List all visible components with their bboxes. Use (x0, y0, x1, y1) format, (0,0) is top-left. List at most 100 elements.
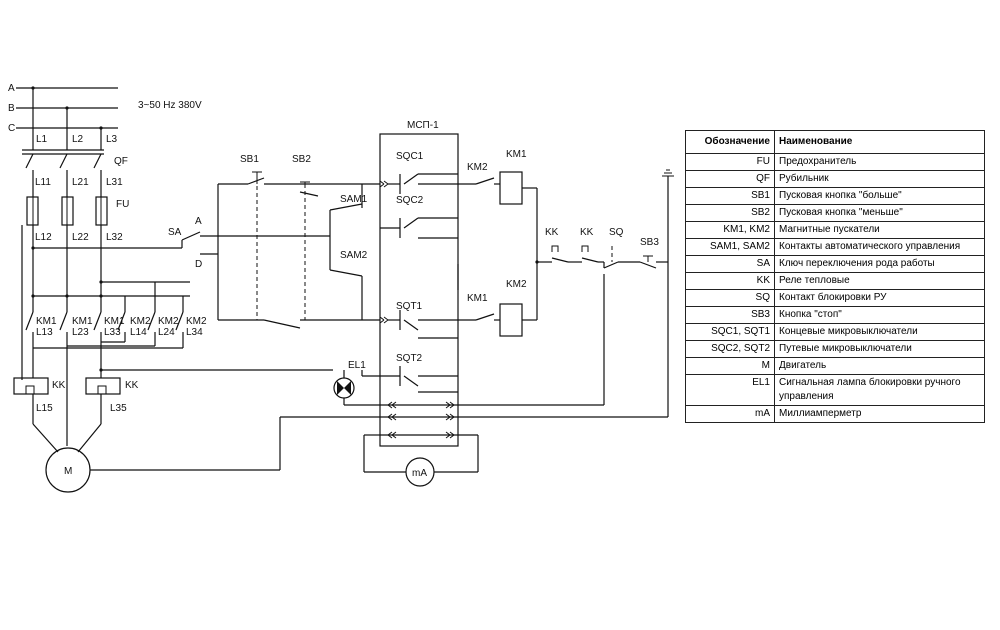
legend-code: SQC2, SQT2 (685, 340, 775, 358)
legend-code: QF (685, 170, 775, 188)
label-sam2: SAM2 (340, 250, 368, 261)
qf-switch: QF (22, 149, 128, 169)
legend-code: SB1 (685, 187, 775, 205)
label-km1-c: KM1 (104, 316, 125, 327)
km2-main-contacts: KM2 L14 KM2 L24 KM2 L34 (33, 282, 207, 349)
label-kk-2: KK (580, 227, 594, 238)
label-km1-coil: KM1 (506, 149, 527, 160)
legend-name: Контакты автоматического управления (774, 238, 985, 256)
supply-spec: 3~50 Hz 380V (138, 100, 202, 111)
label-sa: SA (168, 227, 182, 238)
legend-name: Пусковая кнопка "меньше" (774, 204, 985, 222)
label-kk-b: KK (125, 380, 139, 391)
label-motor: M (64, 466, 72, 477)
power-circuit: L1 L2 L3 QF L11 L21 L31 FU L12 L22 (13, 88, 280, 493)
sb1-button: SB1 (240, 154, 380, 320)
legend-code: SAM1, SAM2 (685, 238, 775, 256)
sam-contacts: SAM1 SAM2 (329, 184, 368, 320)
legend-name: Путевые микровыключатели (774, 340, 985, 358)
legend-header-row: Обозначение Наименование (685, 130, 985, 154)
legend-code: mA (685, 405, 775, 423)
legend-name: Миллиамперметр (774, 405, 985, 423)
label-l34: L34 (186, 327, 203, 338)
legend-name: Кнопка "стоп" (774, 306, 985, 324)
label-l2: L2 (72, 134, 84, 145)
label-km2-c: KM2 (186, 316, 207, 327)
label-l3: L3 (106, 134, 118, 145)
label-l11: L11 (35, 177, 51, 188)
label-sqt1: SQT1 (396, 301, 423, 312)
thermal-relays: KK L15 KK L35 (13, 360, 139, 446)
label-kk-1: KK (545, 227, 559, 238)
label-l31: L31 (106, 177, 123, 188)
label-l12: L12 (35, 232, 52, 243)
phase-a-label: A (8, 83, 15, 94)
label-l32: L32 (106, 232, 123, 243)
phase-c-label: C (8, 123, 15, 134)
legend-name: Контакт блокировки РУ (774, 289, 985, 307)
legend-name: Предохранитель (774, 153, 985, 171)
label-sb2: SB2 (292, 154, 311, 165)
legend-name: Рубильник (774, 170, 985, 188)
label-sa-d: D (195, 259, 202, 270)
legend-code: SB2 (685, 204, 775, 222)
label-fu: FU (116, 199, 129, 210)
label-km2-interlock: KM2 (467, 162, 488, 173)
label-sb3: SB3 (640, 237, 659, 248)
km1-main-contacts: KM1 L13 KM1 L23 KM1 L33 (25, 296, 125, 360)
legend-code: KM1, KM2 (685, 221, 775, 239)
label-l24: L24 (158, 327, 175, 338)
legend-code: FU (685, 153, 775, 171)
legend-header-code: Обозначение (685, 130, 775, 154)
label-sq: SQ (609, 227, 624, 238)
label-kk-a: KK (52, 380, 66, 391)
label-km2-coil: KM2 (506, 279, 527, 290)
legend-code: EL1 (685, 374, 775, 406)
label-qf: QF (114, 156, 128, 167)
label-l23: L23 (72, 327, 89, 338)
sb2-button: SB2 (263, 154, 380, 329)
legend-header-name: Наименование (774, 130, 985, 154)
label-sqc2: SQC2 (396, 195, 424, 206)
legend-code: SA (685, 255, 775, 273)
label-el1: EL1 (348, 360, 366, 371)
supply-bus: A B C 3~50 Hz 380V (8, 83, 202, 134)
motor: M (32, 423, 280, 493)
msp-1-block: МСП-1 SQC1 SQC2 SQT1 (379, 120, 459, 447)
label-l22: L22 (72, 232, 89, 243)
label-sqc1: SQC1 (396, 151, 424, 162)
legend-name: Сигнальная лампа блокировки ручного упра… (774, 374, 985, 406)
label-km1-a: KM1 (36, 316, 57, 327)
label-km2-a: KM2 (130, 316, 151, 327)
label-l14: L14 (130, 327, 147, 338)
km2-coil-branch: KM1 KM2 (458, 279, 537, 337)
phase-b-label: B (8, 103, 15, 114)
label-sa-a: A (195, 216, 202, 227)
label-ma: mA (412, 468, 427, 479)
legend-name: Магнитные пускатели (774, 221, 985, 239)
label-msp: МСП-1 (407, 120, 439, 131)
label-l13: L13 (36, 327, 53, 338)
sa-selector: SA A D (168, 216, 330, 270)
legend-code: M (685, 357, 775, 375)
milliammeter: mA (363, 434, 479, 487)
fuses: FU (26, 196, 129, 226)
legend-code: SB3 (685, 306, 775, 324)
label-km1-interlock: KM1 (467, 293, 488, 304)
